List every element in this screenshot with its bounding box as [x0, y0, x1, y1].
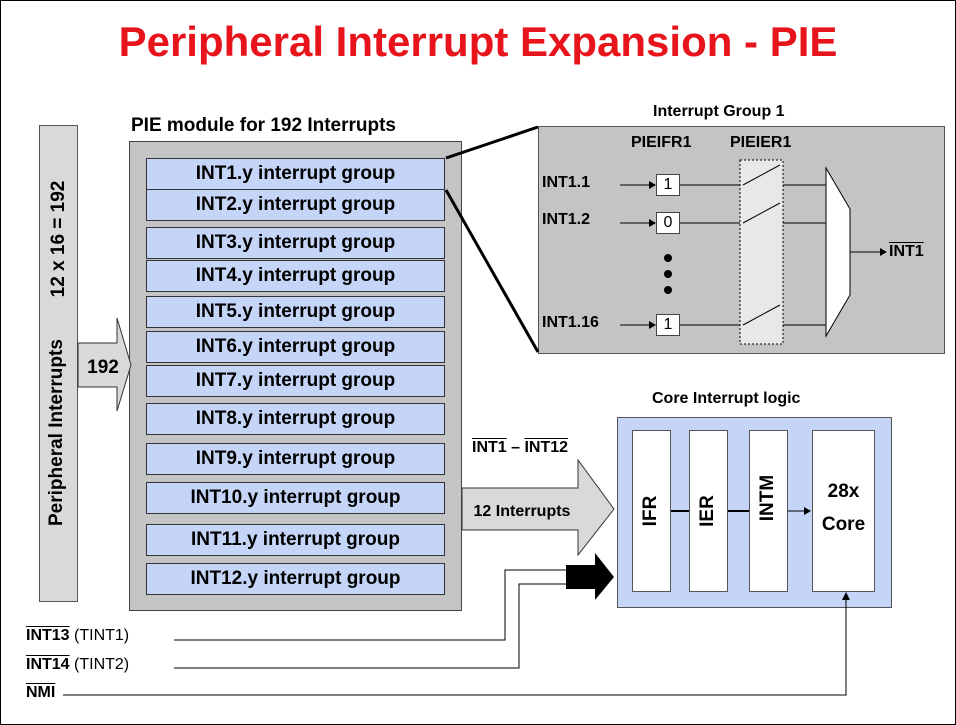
int13-line-label: INT13 (TINT1): [26, 627, 129, 645]
arrow-head: [649, 219, 656, 227]
ifr-register: [632, 430, 671, 592]
core-28x-box: [812, 430, 875, 592]
interrupt-group-1-title: Interrupt Group 1: [653, 103, 785, 120]
enable-switch: [742, 164, 781, 186]
arrow-head: [842, 592, 850, 600]
interrupt-group-row: INT8.y interrupt group: [146, 403, 445, 435]
pie-module-title: PIE module for 192 Interrupts: [131, 115, 396, 136]
interrupt-group-row: INT9.y interrupt group: [146, 443, 445, 475]
int1-int12-bus-label: INT1 – INT12: [472, 439, 568, 457]
page-title: Peripheral Interrupt Expansion - PIE: [118, 18, 838, 65]
int14-source: (TINT2): [74, 656, 130, 673]
int14-signal: INT14: [26, 656, 70, 673]
nmi-line-label: NMI: [26, 684, 55, 702]
interrupt-group-row: INT6.y interrupt group: [146, 331, 445, 363]
int14-line-label: INT14 (TINT2): [26, 656, 129, 674]
enable-switch: [742, 304, 781, 326]
input-int1-1-label: INT1.1: [542, 174, 591, 191]
int13-source: (TINT1): [74, 627, 130, 644]
interrupt-group-row: INT5.y interrupt group: [146, 296, 445, 328]
interrupt-group-row: INT10.y interrupt group: [146, 482, 445, 514]
int13-int14-arrow: [566, 553, 614, 600]
int13-signal: INT13: [26, 627, 70, 644]
ellipsis-dot: [664, 286, 672, 294]
enable-switch: [742, 202, 781, 224]
core-label-28x: 28x: [827, 481, 860, 502]
arrow-head: [649, 321, 656, 329]
arrow-head: [804, 507, 811, 515]
twelve-interrupts-arrow: [461, 458, 615, 557]
zoom-connector-top: [445, 125, 539, 160]
bus-label-sep: –: [506, 439, 525, 456]
int13-line: [174, 569, 566, 641]
interrupt-group-row: INT11.y interrupt group: [146, 524, 445, 556]
pieier1-switch-region: [739, 159, 784, 345]
arrow-192-label: 192: [87, 357, 119, 378]
pieier1-label: PIEIER1: [730, 134, 792, 151]
pieifr1-label: PIEIFR1: [631, 134, 692, 151]
bus-label-end: INT12: [524, 439, 569, 456]
input-int1-2-label: INT1.2: [542, 211, 591, 228]
core-label-core: Core: [821, 514, 866, 535]
ellipsis-dot: [664, 270, 672, 278]
arrow-head: [880, 248, 887, 256]
arrow-head: [649, 181, 656, 189]
nmi-line: [63, 597, 847, 696]
int1-output-label: INT1: [889, 243, 924, 260]
flag-bit-int1-2: 0: [656, 212, 680, 234]
group-mux: [825, 166, 851, 338]
int14-line: [174, 583, 566, 669]
interrupt-group-row: INT1.y interrupt group: [146, 158, 445, 190]
interrupt-group-row: INT3.y interrupt group: [146, 227, 445, 259]
zoom-connector-bottom: [444, 189, 540, 353]
ier-register: [689, 430, 728, 592]
input-int1-16-label: INT1.16: [542, 314, 599, 331]
interrupt-group-row: INT4.y interrupt group: [146, 260, 445, 292]
nmi-signal: NMI: [26, 684, 56, 701]
twelve-interrupts-label: 12 Interrupts: [474, 503, 571, 520]
core-logic-title: Core Interrupt logic: [652, 390, 801, 407]
interrupt-group-row: INT2.y interrupt group: [146, 189, 445, 221]
interrupt-group-row: INT12.y interrupt group: [146, 563, 445, 595]
intm-register: [749, 430, 788, 592]
input-192-arrow: [77, 317, 132, 412]
peripheral-interrupts-bar: [39, 125, 78, 602]
flag-bit-int1-1: 1: [656, 174, 680, 196]
bus-label-start: INT1: [472, 439, 507, 456]
interrupt-group-row: INT7.y interrupt group: [146, 365, 445, 397]
flag-bit-int1-16: 1: [656, 314, 680, 336]
ellipsis-dot: [664, 254, 672, 262]
